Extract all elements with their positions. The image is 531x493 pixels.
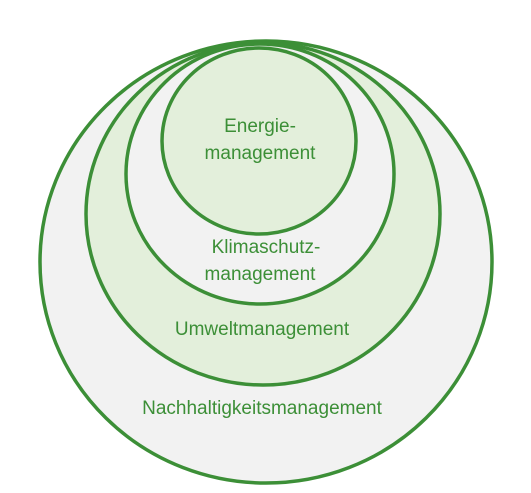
label-energie-line-1: Energie- [224, 116, 296, 137]
label-energie-line-2: management [205, 143, 317, 164]
label-nachhaltigkeit: Nachhaltigkeitsmanagement [142, 398, 382, 419]
circle-energiemanagement [160, 46, 358, 236]
label-umwelt: Umweltmanagement [175, 319, 350, 340]
label-klimaschutz-line-2: management [205, 264, 317, 285]
label-klimaschutz-line-1: Klimaschutz- [212, 237, 321, 258]
